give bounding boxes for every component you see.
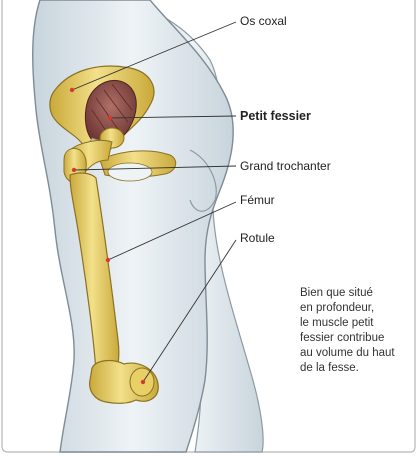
- label-os-coxal: Os coxal: [240, 14, 287, 28]
- marker-petit-fessier: [108, 116, 112, 120]
- marker-grand-trochanter: [72, 168, 76, 172]
- label-femur: Fémur: [240, 193, 275, 207]
- caption: Bien que situé en profondeur, le muscle …: [300, 286, 395, 376]
- caption-line: Bien que situé: [300, 286, 395, 301]
- marker-femur: [106, 258, 110, 262]
- caption-line: le muscle petit: [300, 316, 395, 331]
- obturator-opening: [108, 163, 152, 181]
- caption-line: au volume du haut: [300, 346, 395, 361]
- label-rotule: Rotule: [240, 231, 275, 245]
- caption-line: en profondeur,: [300, 301, 395, 316]
- marker-rotule: [141, 380, 145, 384]
- caption-line: fessier contribue: [300, 331, 395, 346]
- label-petit-fessier: Petit fessier: [240, 109, 311, 123]
- marker-os-coxal: [70, 88, 74, 92]
- caption-line: de la fesse.: [300, 361, 395, 376]
- label-grand-trochanter: Grand trochanter: [240, 159, 331, 173]
